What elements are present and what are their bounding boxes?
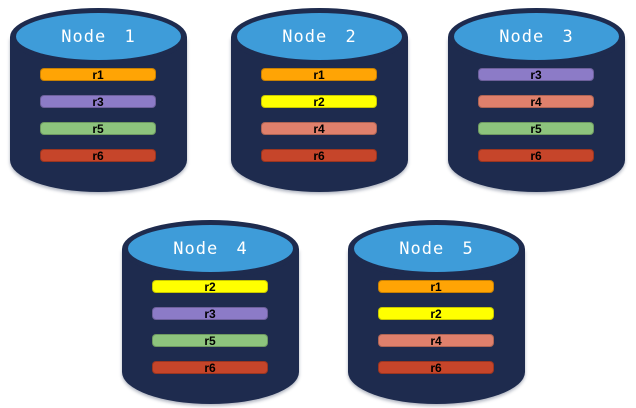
replica-bar: r4 (478, 95, 594, 108)
replica-bar: r1 (261, 68, 377, 81)
replica-bar: r3 (40, 95, 156, 108)
cylinder-top-rim: Node 4 (122, 220, 299, 278)
replica-bar: r1 (40, 68, 156, 81)
replica-bar-stack: r1 r3 r5 r6 (40, 68, 156, 162)
cylinder-top-face: Node 1 (16, 13, 181, 60)
replica-label: r4 (313, 121, 325, 136)
cylinder-top-face: Node 5 (354, 225, 519, 272)
node-title: Node 5 (399, 238, 474, 259)
replica-label: r5 (530, 121, 542, 136)
replica-label: r1 (430, 279, 442, 294)
replica-bar: r3 (152, 307, 268, 320)
replica-label: r2 (204, 279, 216, 294)
cylinder-top-rim: Node 1 (10, 8, 187, 66)
cylinder-top-face: Node 4 (128, 225, 293, 272)
replica-label: r1 (92, 67, 104, 82)
replica-bar-stack: r1 r2 r4 r6 (261, 68, 377, 162)
replica-bar: r3 (478, 68, 594, 81)
replica-bar: r6 (261, 149, 377, 162)
cylinder-top-rim: Node 3 (448, 8, 625, 66)
replica-bar: r1 (378, 280, 494, 293)
replica-bar: r6 (378, 361, 494, 374)
node-3-cylinder: Node 3 r3 r4 r5 r6 (448, 8, 625, 192)
replica-bar: r4 (261, 122, 377, 135)
replica-bar-stack: r3 r4 r5 r6 (478, 68, 594, 162)
replica-label: r3 (530, 67, 542, 82)
replica-bar: r2 (378, 307, 494, 320)
replica-label: r6 (313, 148, 325, 163)
replica-bar: r6 (40, 149, 156, 162)
replica-bar: r5 (40, 122, 156, 135)
replica-bar-stack: r1 r2 r4 r6 (378, 280, 494, 374)
replica-label: r6 (204, 360, 216, 375)
replica-label: r6 (530, 148, 542, 163)
cylinder-top-face: Node 2 (237, 13, 402, 60)
replica-label: r3 (204, 306, 216, 321)
node-1-cylinder: Node 1 r1 r3 r5 r6 (10, 8, 187, 192)
replica-label: r3 (92, 94, 104, 109)
replica-label: r1 (313, 67, 325, 82)
node-title: Node 4 (173, 238, 248, 259)
node-title: Node 2 (282, 26, 357, 47)
replica-label: r4 (430, 333, 442, 348)
replica-label: r6 (430, 360, 442, 375)
replica-label: r4 (530, 94, 542, 109)
replica-label: r6 (92, 148, 104, 163)
replica-label: r5 (204, 333, 216, 348)
replica-bar: r5 (152, 334, 268, 347)
replica-bar: r2 (152, 280, 268, 293)
node-title: Node 1 (61, 26, 136, 47)
replica-label: r2 (313, 94, 325, 109)
replica-label: r2 (430, 306, 442, 321)
node-2-cylinder: Node 2 r1 r2 r4 r6 (231, 8, 408, 192)
cylinder-top-face: Node 3 (454, 13, 619, 60)
replica-bar: r4 (378, 334, 494, 347)
replica-bar: r6 (478, 149, 594, 162)
replica-bar: r2 (261, 95, 377, 108)
replica-bar: r5 (478, 122, 594, 135)
node-5-cylinder: Node 5 r1 r2 r4 r6 (348, 220, 525, 404)
node-title: Node 3 (499, 26, 574, 47)
cylinder-top-rim: Node 2 (231, 8, 408, 66)
node-4-cylinder: Node 4 r2 r3 r5 r6 (122, 220, 299, 404)
replica-bar-stack: r2 r3 r5 r6 (152, 280, 268, 374)
replica-bar: r6 (152, 361, 268, 374)
cylinder-top-rim: Node 5 (348, 220, 525, 278)
replica-label: r5 (92, 121, 104, 136)
